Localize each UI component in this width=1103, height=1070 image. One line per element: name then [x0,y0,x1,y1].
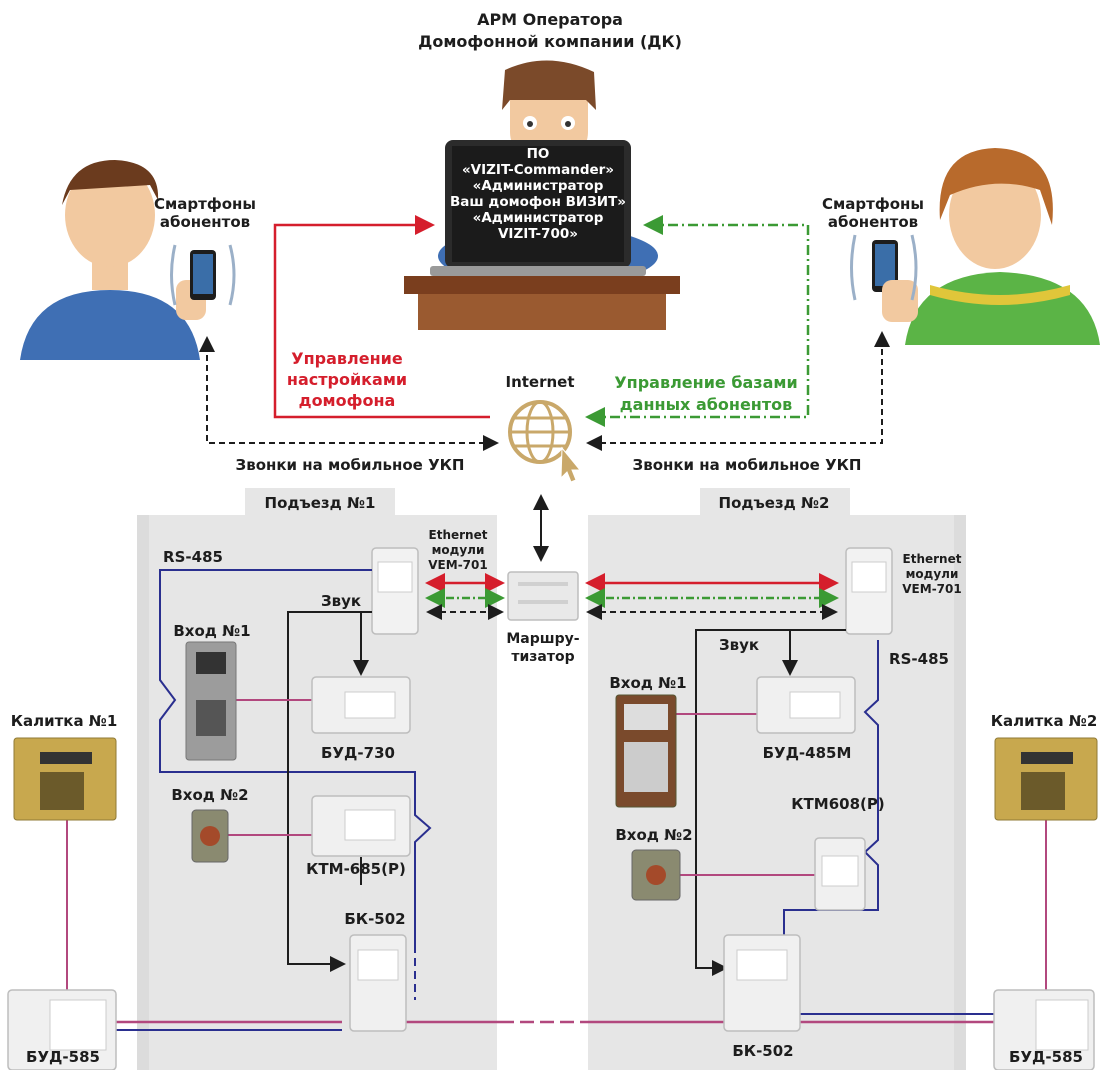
entrance2-title: Подъезд №2 [718,494,830,512]
gate2-panel [994,737,1098,821]
screen-line: «Администратор [472,210,604,226]
right-user-figure [850,148,1100,345]
internet-label: Internet [505,373,575,391]
entrance1-zone [137,488,497,1070]
entrance2-bk: БК-502 [732,1042,794,1060]
left-user-label-l1: Смартфоны [154,195,256,213]
desk [404,276,680,330]
db-control-label: Управление базами данных абонентов [606,372,806,416]
left-user-figure [20,160,236,360]
entrance1-title: Подъезд №1 [264,494,376,512]
settings-l3: домофона [298,391,396,410]
settings-l1: Управление [291,349,403,368]
entrance1-rs485: RS-485 [163,548,223,566]
header-title-line1: АРМ Оператора [477,10,623,29]
screen-line: «Администратор [472,178,604,194]
eth2-l2: модули [905,567,959,581]
router-l2: тизатор [511,649,575,665]
gate1-title: Калитка №1 [10,712,118,730]
panel-entry1-left [185,641,237,761]
header-title-line2: Домофонной компании (ДК) [418,32,682,51]
router-l1: Маршру- [506,631,580,647]
entrance1-bk: БК-502 [344,910,406,928]
bottom-bus [66,820,1047,1031]
bk-502-right [723,934,801,1032]
ktm-685-device [311,795,411,857]
eth2-l3: VEM-701 [902,582,962,596]
entrance1-bud: БУД-730 [321,744,395,762]
bud-485m-device [756,676,856,734]
screen-line: «VIZIT-Commander» [461,162,615,178]
entrance2-entry2: Вход №2 [615,826,693,844]
gate1-bud: БУД-585 [26,1048,100,1066]
entrance1-sound: Звук [320,592,362,610]
calls-right-label: Звонки на мобильное УКП [632,456,862,474]
vem-701-left [371,547,419,635]
gate2-title: Калитка №2 [990,712,1098,730]
button-entry2-left [191,809,229,863]
laptop [430,140,646,276]
entrance1-entry1: Вход №1 [173,622,251,640]
bud-585-left [7,989,117,1070]
right-user-label-l1: Смартфоны [822,195,924,213]
router-device [507,571,579,621]
entrance1-wiring [159,569,432,1000]
screen-line: ПО [526,146,550,162]
laptop-screen-text: ПО «VIZIT-Commander» «Администратор Ваш … [446,146,630,264]
entrance1-entry2: Вход №2 [171,786,249,804]
vem-701-right [845,547,893,635]
bud-730-device [311,676,411,734]
button-entry2-right [631,849,681,901]
bud-585-right [993,989,1095,1070]
eth1-l1: Ethernet [428,528,488,542]
entrance2-bud: БУД-485М [762,744,852,762]
entrance2-entry1: Вход №1 [609,674,687,692]
bk-502-left [349,934,407,1032]
gate1-panel [13,737,117,821]
calls-line-right [586,331,890,451]
screen-line: Ваш домофон ВИЗИТ» [449,194,627,210]
entrance2-sound: Звук [718,636,760,654]
eth1-l2: модули [431,543,485,557]
router-label: Маршру-тизатор [500,630,586,666]
calls-line-left [199,336,499,451]
eth2-l1: Ethernet [902,552,962,566]
calls-left-label: Звонки на мобильное УКП [235,456,465,474]
db-l2: данных абонентов [619,395,793,414]
eth1-l3: VEM-701 [428,558,488,572]
entrance1-ktm: КТМ-685(Р) [306,860,406,878]
screen-line: VIZIT-700» [497,226,578,242]
gate2-bud: БУД-585 [1009,1048,1083,1066]
db-l1: Управление базами [614,373,798,392]
ktm-608-device [814,837,866,911]
left-user-label-l2: абонентов [159,213,251,231]
settings-l2: настройками [286,370,408,389]
internet-globe-icon [508,400,582,483]
entrance2-rs485: RS-485 [889,650,949,668]
entrance2-ktm: КТМ608(Р) [791,795,885,813]
panel-entry1-right [615,694,677,808]
right-user-label-l2: абонентов [827,213,919,231]
settings-control-label: Управление настройками домофона [282,348,412,411]
